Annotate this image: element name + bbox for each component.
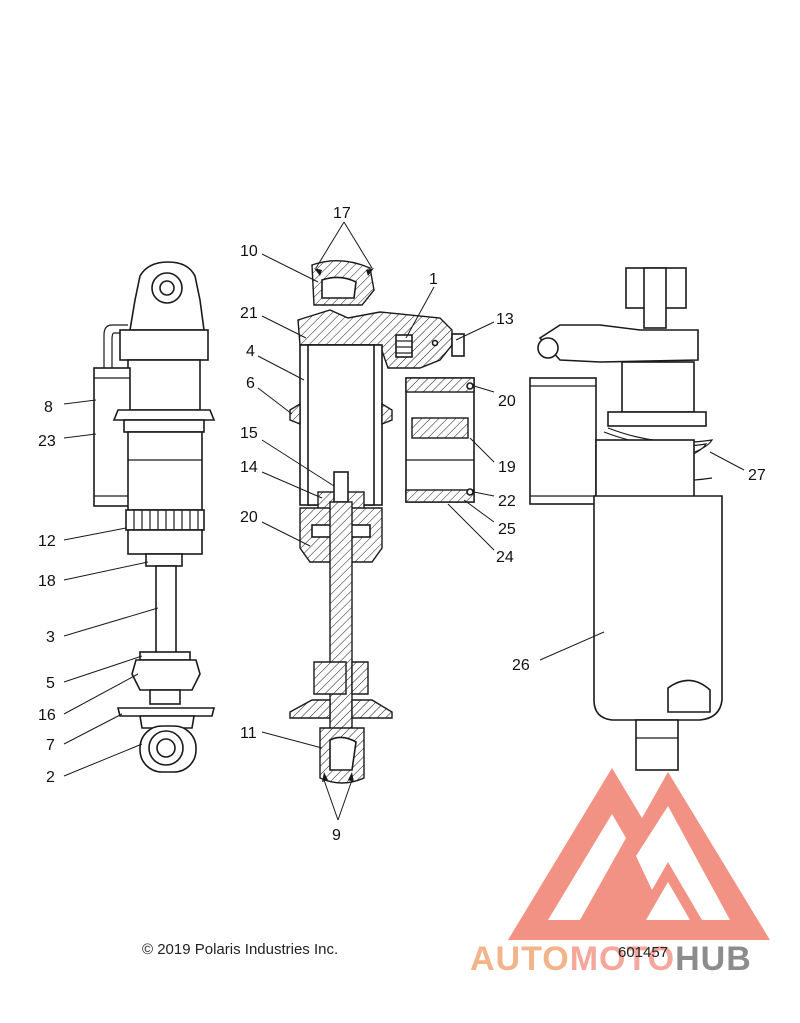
brand-moto: MOTO (569, 940, 676, 978)
callout-12: 12 (38, 533, 56, 550)
callout-2: 2 (46, 769, 55, 786)
callout-26: 26 (512, 657, 530, 674)
callout-11: 11 (240, 725, 257, 742)
callout-labels: 17 10 1 21 13 4 6 20 15 19 14 22 20 25 2… (38, 205, 766, 844)
callout-13: 13 (496, 311, 514, 328)
callout-14: 14 (240, 459, 258, 476)
callout-23: 23 (38, 433, 56, 450)
callout-24: 24 (496, 549, 514, 566)
callout-3: 3 (46, 629, 55, 646)
callout-7: 7 (46, 737, 55, 754)
callout-27: 27 (748, 467, 766, 484)
callout-20-bottom: 20 (240, 509, 258, 526)
callout-22: 22 (498, 493, 516, 510)
callout-6: 6 (246, 375, 255, 392)
right-shock-assembly (529, 267, 723, 771)
brand-hub: HUB (675, 940, 752, 978)
callout-17: 17 (333, 205, 351, 222)
callout-19: 19 (498, 459, 516, 476)
callout-21: 21 (240, 305, 258, 322)
leader-lines (63, 221, 745, 821)
callout-8: 8 (44, 399, 53, 416)
brand-auto: AUTO (470, 940, 570, 978)
callout-16: 16 (38, 707, 56, 724)
copyright-text: © 2019 Polaris Industries Inc. (142, 941, 339, 958)
callout-5: 5 (46, 675, 55, 692)
callout-9: 9 (332, 827, 341, 844)
watermark-brand-text: AUTOMOTOHUB (470, 940, 752, 979)
left-shock-assembly (93, 261, 216, 773)
callout-18: 18 (38, 573, 56, 590)
callout-1: 1 (429, 271, 438, 288)
callout-20-top: 20 (498, 393, 516, 410)
callout-4: 4 (246, 343, 255, 360)
center-cutaway-assembly (289, 260, 475, 784)
callout-15: 15 (240, 425, 258, 442)
part-number: 601457 (618, 944, 669, 961)
callout-10: 10 (240, 243, 258, 260)
watermark-logo-icon (508, 768, 770, 940)
callout-25: 25 (498, 521, 516, 538)
